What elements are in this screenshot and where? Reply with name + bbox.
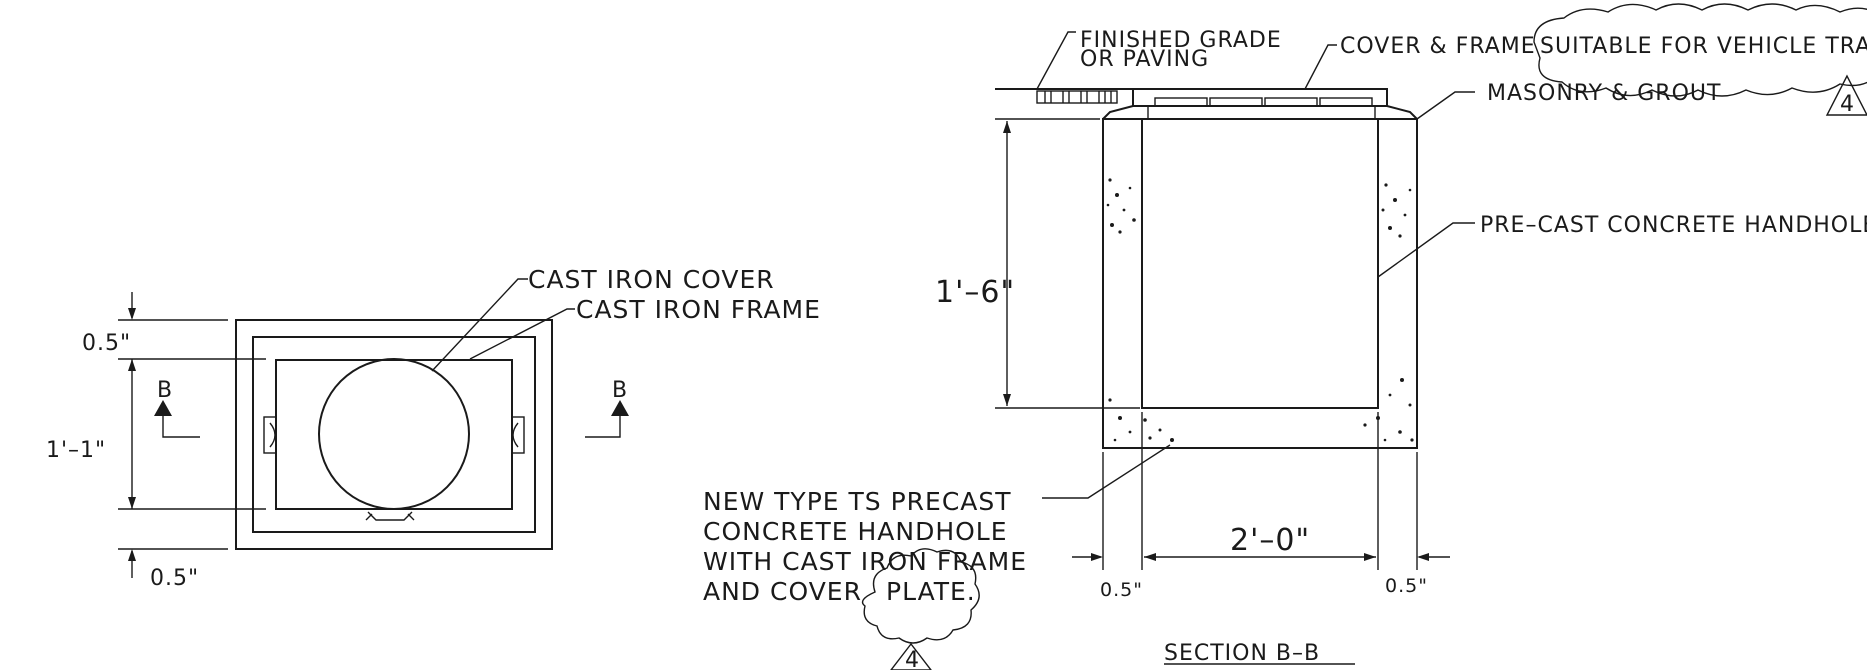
dim-left-wall-text: 0.5" <box>1100 579 1143 601</box>
revision-tag-note: 4 <box>905 648 920 670</box>
revision-tag-traffic: 4 <box>1840 92 1855 117</box>
dim-height-text: 1'–1" <box>46 438 106 463</box>
note-line-1: NEW TYPE TS PRECAST <box>703 487 1012 516</box>
label-cast-iron-frame: CAST IRON FRAME <box>576 295 821 324</box>
label-cast-iron-cover: CAST IRON COVER <box>528 265 775 294</box>
dim-width-text: 2'–0" <box>1230 523 1310 558</box>
label-finished-grade-2: OR PAVING <box>1080 47 1209 72</box>
svg-text:B: B <box>612 378 628 403</box>
note-line-2: CONCRETE HANDHOLE <box>703 517 1008 546</box>
revision-cloud-note <box>861 548 980 644</box>
label-precast-handhole: PRE–CAST CONCRETE HANDHOLE <box>1480 213 1867 238</box>
handhole-inner-cavity <box>1141 118 1379 409</box>
leader-cast-iron-frame <box>469 308 575 360</box>
leader-handhole <box>1377 222 1475 278</box>
plan-lift-slot <box>365 511 415 521</box>
note-line-3: WITH CAST IRON FRAME <box>703 547 1027 576</box>
concrete-stipple <box>1106 178 1414 442</box>
section-marker-right: B <box>585 378 629 438</box>
plan-cover-plate <box>275 359 513 510</box>
handhole-note: NEW TYPE TS PRECAST CONCRETE HANDHOLE WI… <box>703 444 1171 670</box>
plan-inner-frame <box>252 336 536 533</box>
plan-outer-frame <box>235 319 553 550</box>
leader-note <box>1042 444 1171 499</box>
dim-top-text: 0.5" <box>82 331 131 356</box>
label-finished-grade-1: FINISHED GRADE <box>1080 28 1282 53</box>
plan-cover-circle <box>318 358 470 510</box>
section-title: SECTION B–B <box>1164 641 1320 666</box>
leader-cast-iron-cover <box>431 278 528 372</box>
revision-triangle-traffic <box>1825 74 1867 116</box>
dim-bottom-text: 0.5" <box>150 566 199 591</box>
plan-left-lug <box>263 416 277 454</box>
paving-hatch <box>1036 90 1118 104</box>
leader-cover-frame <box>1304 44 1337 90</box>
handhole-outer-wall <box>1102 118 1418 449</box>
label-vehicle-traffic: SUITABLE FOR VEHICLE TRAFFIC <box>1540 34 1867 59</box>
cover-and-frame <box>1102 88 1418 120</box>
svg-text:B: B <box>157 378 173 403</box>
revision-cloud-traffic <box>1533 3 1867 97</box>
label-masonry-grout: MASONRY & GROUT <box>1487 81 1721 106</box>
leader-finished-grade <box>1036 31 1076 90</box>
section-view: FINISHED GRADE OR PAVING COVER & FRAME S… <box>935 3 1867 666</box>
label-cover-frame: COVER & FRAME <box>1340 34 1536 59</box>
note-line-4a: AND COVER <box>703 577 862 606</box>
plan-right-lug <box>511 416 525 454</box>
section-marker-left: B <box>154 378 200 438</box>
dim-depth-text: 1'–6" <box>935 275 1015 310</box>
plan-view: CAST IRON COVER CAST IRON FRAME 0.5" 1'–… <box>46 265 821 591</box>
revision-triangle-note <box>890 642 932 670</box>
leader-masonry <box>1416 91 1475 120</box>
note-line-4b: PLATE. <box>886 577 976 606</box>
dim-right-wall-text: 0.5" <box>1385 575 1428 597</box>
